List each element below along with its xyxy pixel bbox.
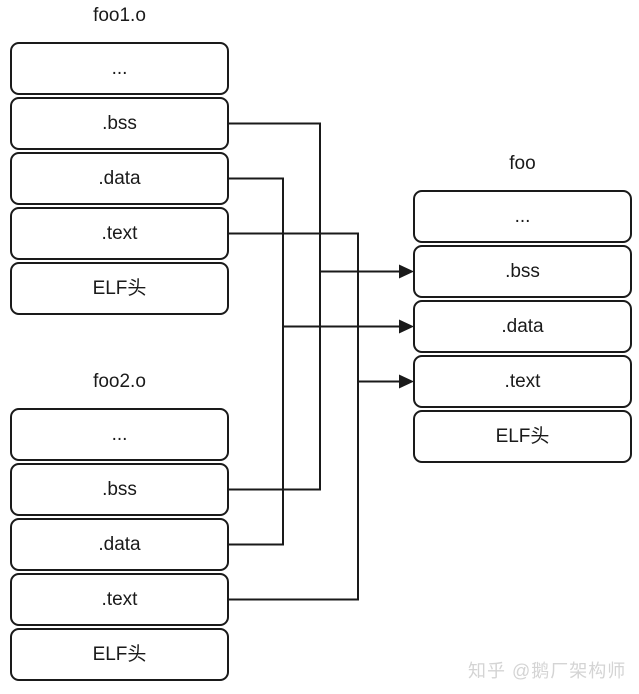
- section-box-foo-elf-header: ELF头: [413, 410, 632, 463]
- section-label: .text: [101, 589, 138, 610]
- section-label: ...: [111, 424, 128, 445]
- section-box-foo1-text: .text: [10, 207, 229, 260]
- section-box-foo2-bss: .bss: [10, 463, 229, 516]
- object-file-foo2-stack: foo2.o ... .bss .data .text ELF头: [10, 366, 229, 683]
- section-box-foo-ellipsis: ...: [413, 190, 632, 243]
- section-box-foo2-elf-header: ELF头: [10, 628, 229, 681]
- zhihu-watermark: 知乎 @鹅厂架构师: [468, 661, 627, 681]
- section-box-foo2-data: .data: [10, 518, 229, 571]
- section-label: .bss: [102, 113, 137, 134]
- section-label: ELF头: [92, 644, 147, 665]
- section-label: .bss: [102, 479, 137, 500]
- connector-bss: [229, 122, 321, 491]
- arrowhead-data-icon: [399, 319, 414, 334]
- section-box-foo1-ellipsis: ...: [10, 42, 229, 95]
- connector-text: [229, 232, 359, 601]
- section-label: .data: [98, 168, 141, 189]
- section-box-foo-data: .data: [413, 300, 632, 353]
- section-label: .text: [101, 223, 138, 244]
- section-box-foo1-elf-header: ELF头: [10, 262, 229, 315]
- section-box-foo-text: .text: [413, 355, 632, 408]
- section-box-foo2-text: .text: [10, 573, 229, 626]
- section-label: ...: [111, 58, 128, 79]
- output-file-foo-stack: foo ... .bss .data .text ELF头: [413, 148, 632, 465]
- section-label: .text: [504, 371, 541, 392]
- section-box-foo-bss: .bss: [413, 245, 632, 298]
- section-box-foo2-ellipsis: ...: [10, 408, 229, 461]
- section-label: ELF头: [92, 278, 147, 299]
- file-title-foo1: foo1.o: [93, 5, 146, 26]
- arrowhead-bss-icon: [399, 264, 414, 279]
- section-label: .data: [501, 316, 544, 337]
- connector-data: [229, 177, 284, 546]
- section-label: ELF头: [495, 426, 550, 447]
- section-label: .data: [98, 534, 141, 555]
- section-label: .bss: [505, 261, 540, 282]
- section-label: ...: [514, 206, 531, 227]
- arrowhead-text-icon: [399, 374, 414, 389]
- object-file-foo1-stack: foo1.o ... .bss .data .text ELF头: [10, 0, 229, 317]
- section-box-foo1-bss: .bss: [10, 97, 229, 150]
- file-title-foo2: foo2.o: [93, 371, 146, 392]
- file-title-foo: foo: [509, 153, 536, 174]
- section-box-foo1-data: .data: [10, 152, 229, 205]
